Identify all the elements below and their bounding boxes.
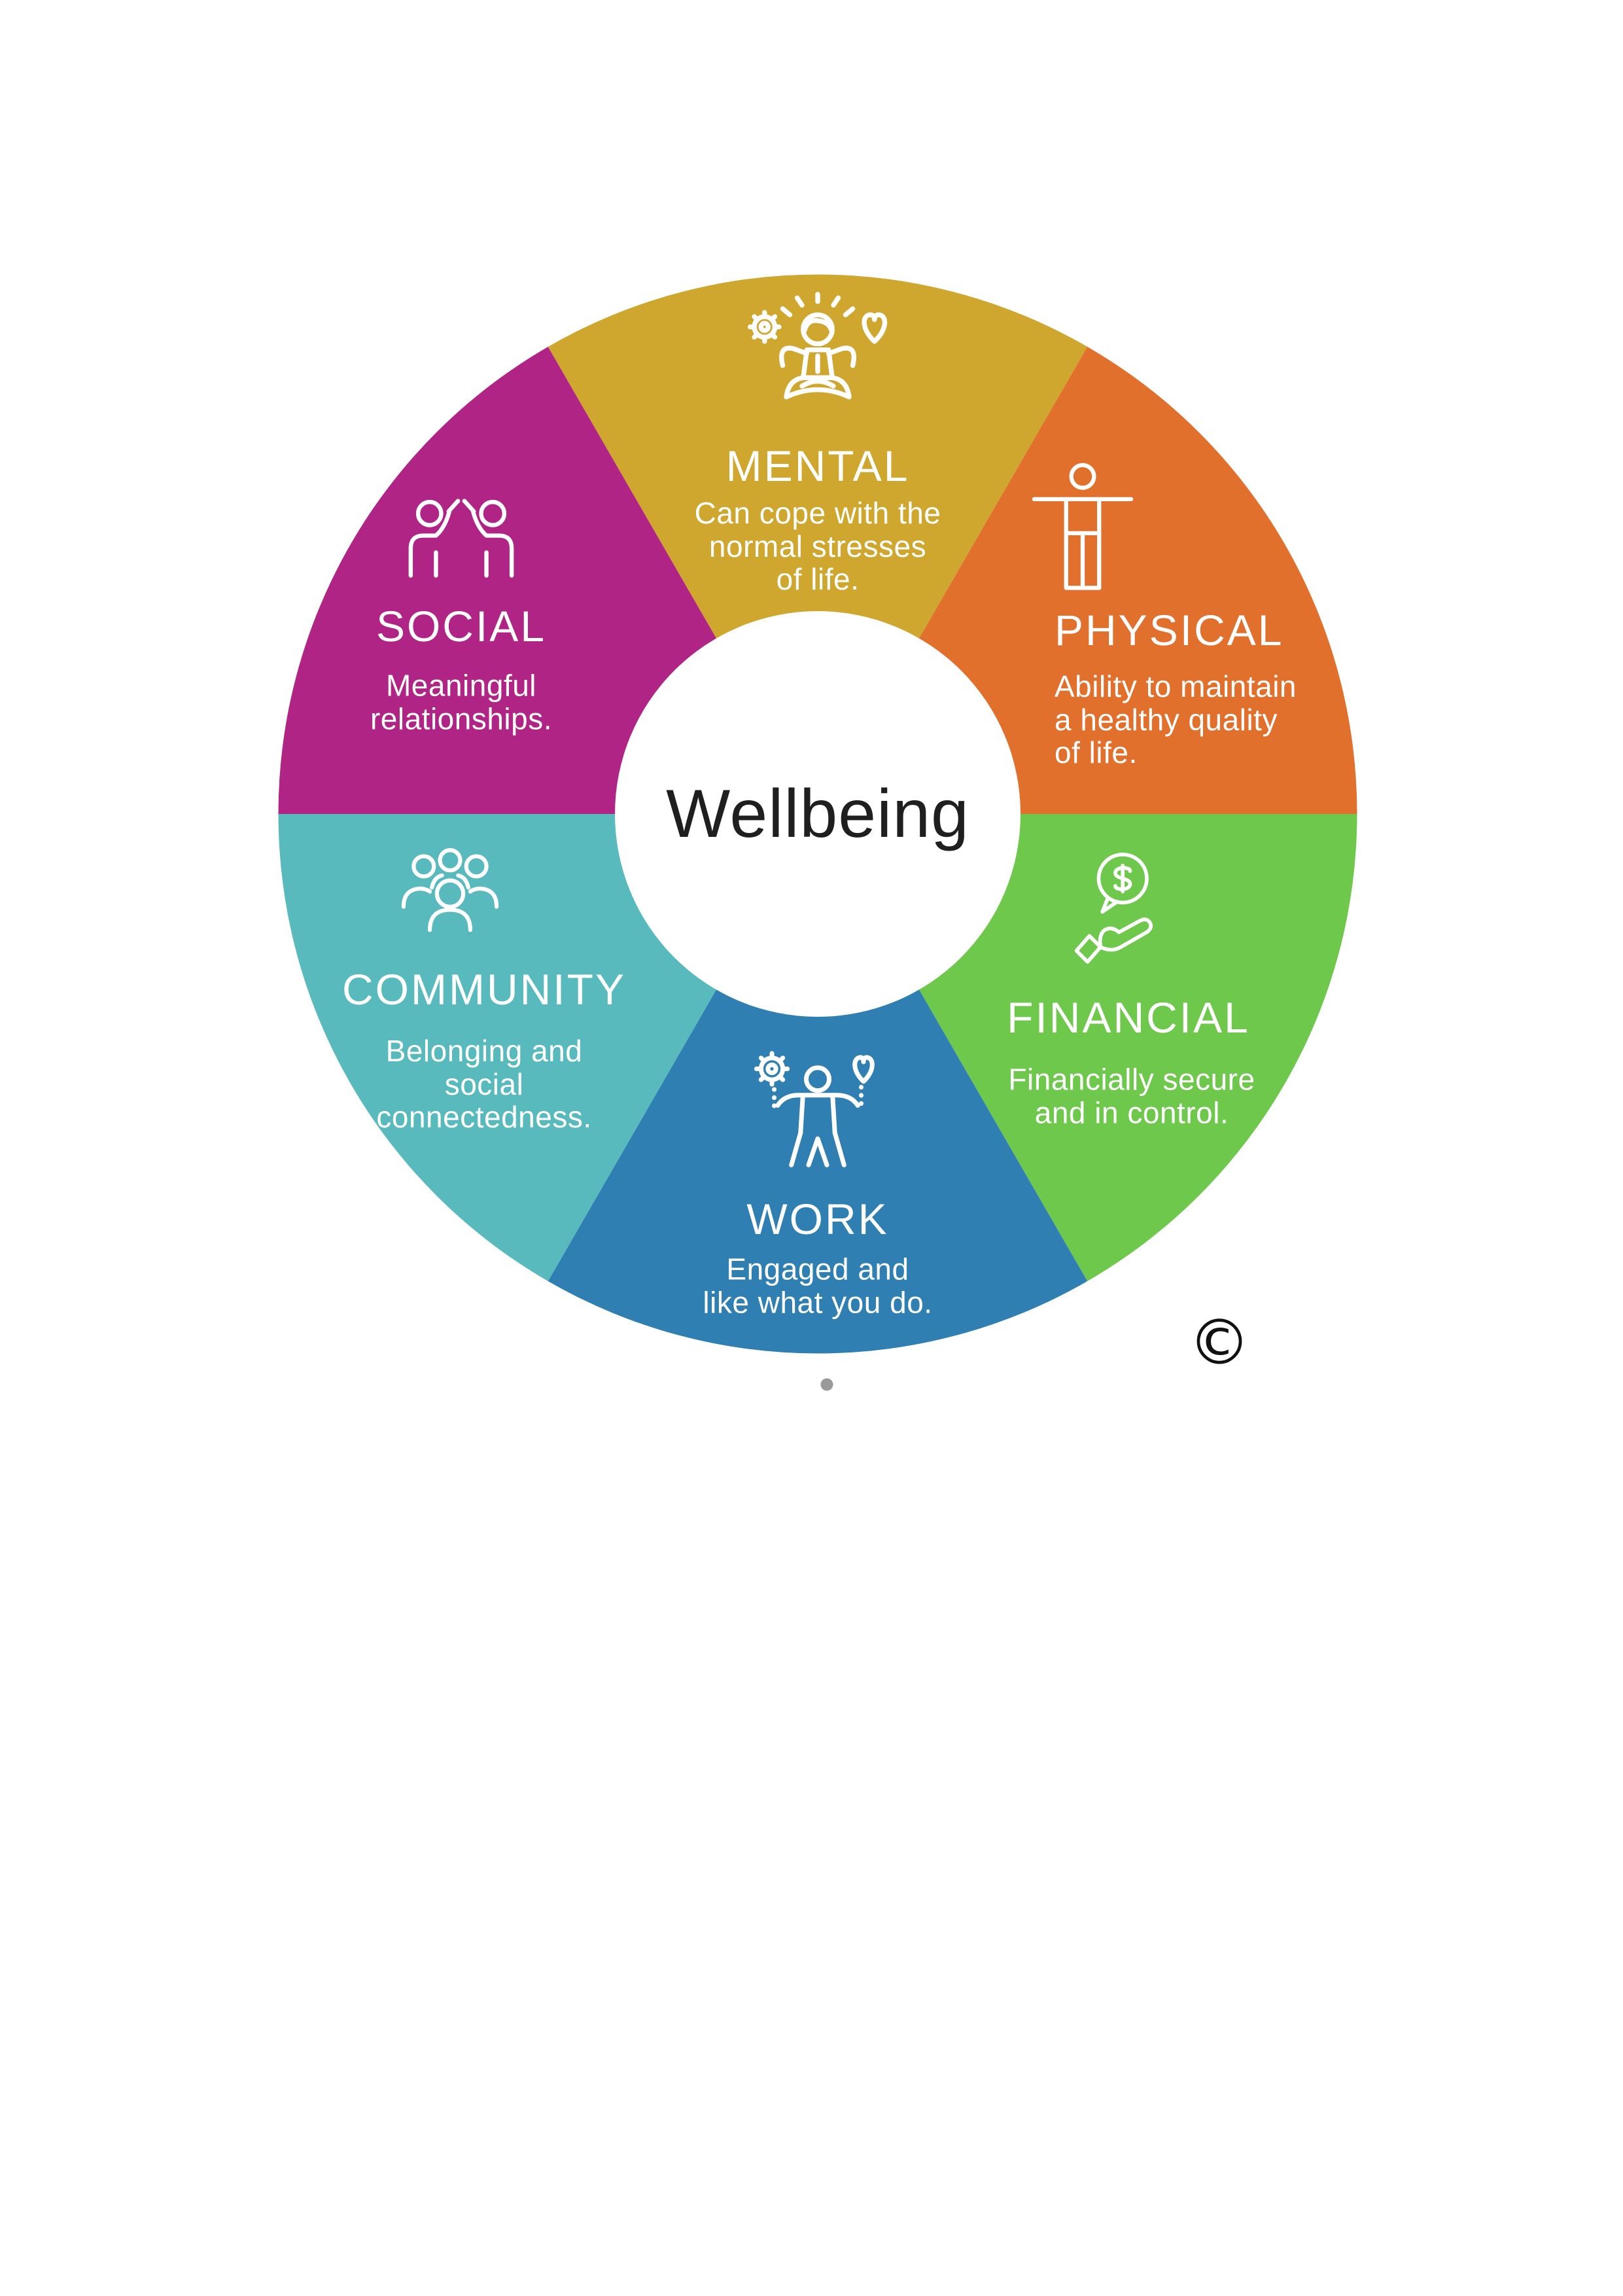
segment-description-work: Engaged and like what you do. bbox=[703, 1252, 933, 1319]
segment-description-social: Meaningful relationships. bbox=[370, 668, 553, 735]
community-people-icon bbox=[377, 833, 524, 944]
segment-wedge-work bbox=[548, 814, 1088, 1354]
wheel-center-circle: Wellbeing bbox=[615, 611, 1021, 1017]
segment-description-mental: Can cope with the normal stresses of lif… bbox=[694, 496, 941, 597]
standing-body-icon bbox=[1021, 461, 1145, 595]
dollar-hand-icon bbox=[1064, 848, 1176, 978]
segment-title-physical: PHYSICAL bbox=[1055, 606, 1284, 654]
segment-title-social: SOCIAL bbox=[375, 602, 547, 650]
segment-title-work: WORK bbox=[746, 1195, 889, 1243]
copyright-symbol: © bbox=[1188, 1307, 1251, 1379]
segment-wedge-mental bbox=[548, 274, 1088, 814]
high-five-icon bbox=[388, 487, 535, 593]
segment-description-physical: Ability to maintain a healthy quality of… bbox=[1055, 669, 1297, 770]
work-life-balance-icon bbox=[742, 1044, 893, 1181]
small-dot bbox=[820, 1378, 833, 1391]
segment-title-mental: MENTAL bbox=[725, 442, 910, 490]
segment-title-community: COMMUNITY bbox=[342, 965, 626, 1014]
segment-description-community: Belonging and social connectedness. bbox=[376, 1034, 592, 1135]
segment-description-financial: Financially secure and in control. bbox=[1008, 1062, 1255, 1129]
meditation-person-icon bbox=[739, 291, 896, 436]
wheel-center-title: Wellbeing bbox=[666, 775, 969, 852]
segment-title-financial: FINANCIAL bbox=[1007, 993, 1250, 1042]
